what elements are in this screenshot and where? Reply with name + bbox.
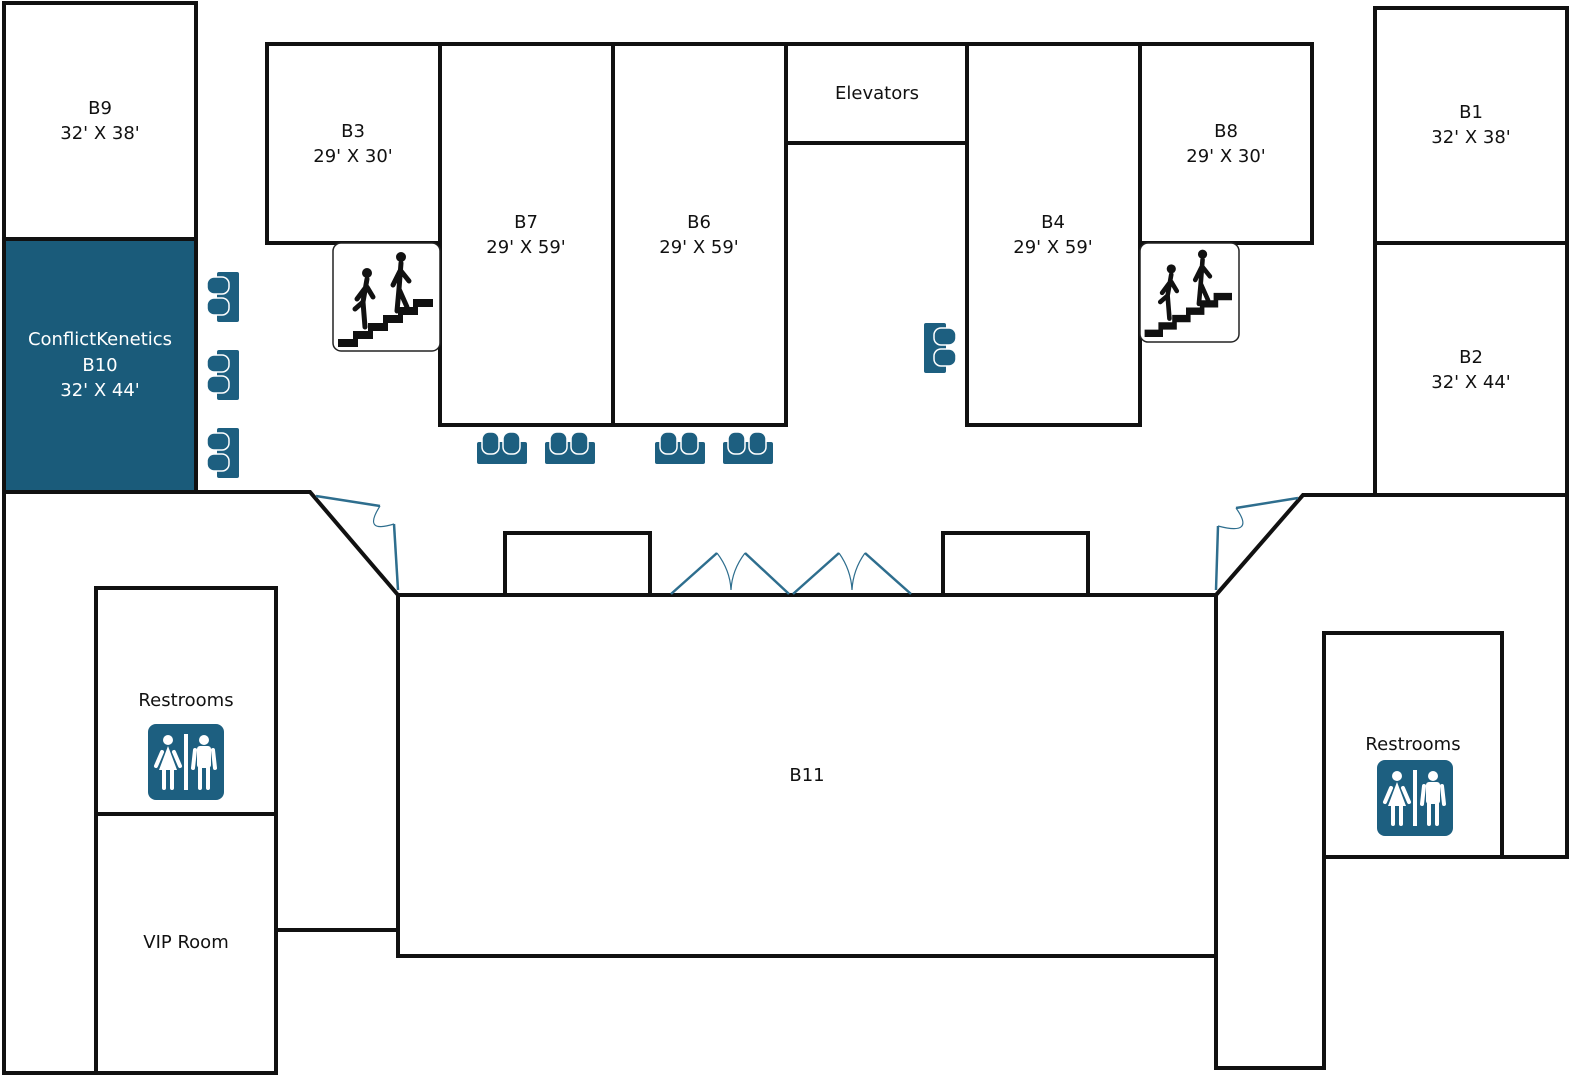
door-left-diagonal [315,494,400,591]
booth-b9-name: B9 [88,98,112,119]
booth-b9[interactable] [2,1,198,241]
booth-b10-highlighted[interactable] [2,237,198,494]
booth-b3-name: B3 [341,121,365,142]
booth-b2-size: 32' X 44' [1431,372,1510,393]
seating-icon [654,431,706,465]
seating-icon [923,322,957,374]
booth-b1-name: B1 [1459,102,1483,123]
elevators [784,42,969,145]
restroom-icon [146,722,226,802]
entry-box-right [941,531,1090,597]
double-door-center-left [670,552,790,595]
vip-room[interactable] [94,812,278,1075]
booth-b4-size: 29' X 59' [1013,237,1092,258]
outer-wall-right [1214,493,1569,859]
booth-b11[interactable] [396,593,1218,958]
seating-icon [206,349,240,401]
booth-b2[interactable] [1373,241,1569,497]
restrooms-right-label: Restrooms [1365,734,1460,755]
elevators-label: Elevators [835,83,919,104]
restrooms-left-label: Restrooms [138,690,233,711]
booth-b10-name: B10 [82,355,117,376]
booth-b7[interactable] [438,42,615,427]
seating-icon [722,431,774,465]
booth-b7-name: B7 [514,212,538,233]
booth-b8[interactable] [1138,42,1314,245]
booth-b10-size: 32' X 44' [60,380,139,401]
booth-b1[interactable] [1373,6,1569,245]
seating-b4-side [923,322,957,374]
stairs-left [332,242,441,352]
booth-b4[interactable] [965,42,1142,427]
booth-b8-name: B8 [1214,121,1238,142]
seating-left-wall [206,271,240,479]
seating-center-row [476,431,774,465]
booth-b6-name: B6 [687,212,711,233]
booth-b11-name: B11 [789,765,824,786]
booth-b6[interactable] [611,42,788,427]
vip-room-label: VIP Room [143,932,228,953]
restroom-icon [1375,758,1455,838]
stairs-right [1139,242,1240,343]
booth-b6-size: 29' X 59' [659,237,738,258]
corridor-right-wall [1214,595,1326,1070]
door-right-diagonal [1214,496,1299,591]
booth-b9-size: 32' X 38' [60,123,139,144]
seating-icon [476,431,528,465]
booth-b4-name: B4 [1041,212,1065,233]
booth-b2-name: B2 [1459,347,1483,368]
booth-b7-size: 29' X 59' [486,237,565,258]
seating-icon [206,427,240,479]
seating-icon [206,271,240,323]
entry-box-left [503,531,652,597]
booth-b10-exhibitor: ConflictKenetics [28,329,172,350]
seating-icon [544,431,596,465]
booth-b3[interactable] [265,42,442,245]
booth-b3-size: 29' X 30' [313,146,392,167]
booth-b8-size: 29' X 30' [1186,146,1265,167]
double-door-center-right [792,552,912,595]
booth-b1-size: 32' X 38' [1431,127,1510,148]
